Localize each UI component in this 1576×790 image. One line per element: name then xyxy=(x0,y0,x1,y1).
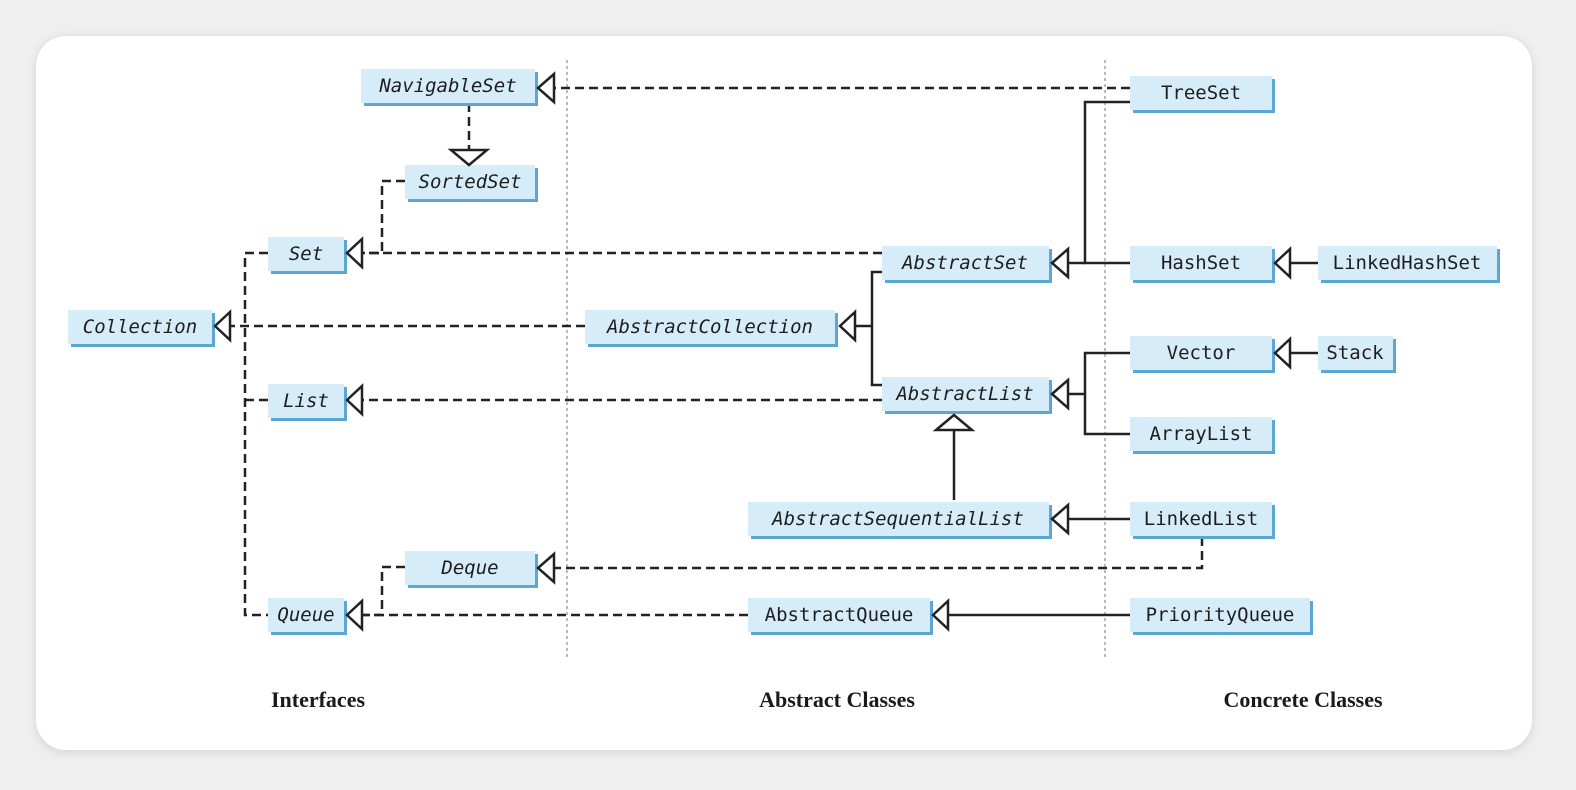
node-abstractqueue-label: AbstractQueue xyxy=(765,604,914,626)
node-stack-label: Stack xyxy=(1326,342,1384,364)
node-arraylist: ArrayList xyxy=(1130,417,1275,454)
arrow-set-head xyxy=(345,236,364,270)
node-queue-label: Queue xyxy=(277,604,334,626)
node-abstractset-label: AbstractSet xyxy=(901,252,1028,274)
arrow-deque-head xyxy=(536,551,556,585)
node-abstractcollection-label: AbstractCollection xyxy=(606,316,813,338)
arrow-abstractlist-head xyxy=(1050,377,1070,411)
edge-abstractset-abstractlist-bus xyxy=(870,270,882,387)
column-label-abstract: Abstract Classes xyxy=(759,687,915,712)
node-linkedhashset: LinkedHashSet xyxy=(1318,246,1500,283)
node-stack: Stack xyxy=(1318,336,1396,373)
arrow-abstractset-head xyxy=(1050,246,1070,280)
node-deque: Deque xyxy=(405,551,538,588)
node-abstractlist: AbstractList xyxy=(882,377,1052,414)
arrow-sortedset-head xyxy=(447,148,491,167)
edge-set-queue-to-collection xyxy=(243,251,268,617)
node-sortedset: SortedSet xyxy=(405,165,538,202)
arrow-abstractcollection-head xyxy=(838,309,857,343)
arrow-vector-head xyxy=(1273,336,1292,370)
node-set-label: Set xyxy=(289,243,323,265)
node-navigableset: NavigableSet xyxy=(361,69,538,106)
edge-deque-to-queue xyxy=(362,565,405,617)
node-priorityqueue-label: PriorityQueue xyxy=(1146,604,1295,626)
node-set: Set xyxy=(268,237,347,274)
node-arraylist-label: ArrayList xyxy=(1150,423,1253,445)
node-list: List xyxy=(268,384,347,421)
arrow-hashset-head xyxy=(1273,246,1292,280)
node-deque-label: Deque xyxy=(440,557,498,579)
node-treeset: TreeSet xyxy=(1130,76,1275,113)
arrow-list-head xyxy=(345,383,364,417)
node-collection-label: Collection xyxy=(83,316,197,338)
node-abstractlist-label: AbstractList xyxy=(895,383,1033,405)
node-linkedlist: LinkedList xyxy=(1130,502,1275,539)
node-hashset: HashSet xyxy=(1130,246,1275,283)
node-linkedlist-label: LinkedList xyxy=(1144,508,1258,530)
node-collection: Collection xyxy=(68,310,215,347)
edge-treeset-hashset-bus xyxy=(1083,100,1130,265)
column-label-concrete: Concrete Classes xyxy=(1223,687,1382,712)
arrow-abstractlist-up-head xyxy=(932,413,976,432)
column-label-interfaces: Interfaces xyxy=(271,687,366,712)
node-abstractqueue: AbstractQueue xyxy=(748,598,933,635)
node-vector-label: Vector xyxy=(1167,342,1236,364)
node-abstractsequentiallist-label: AbstractSequentialList xyxy=(771,508,1024,530)
node-abstractset: AbstractSet xyxy=(882,246,1052,283)
node-vector: Vector xyxy=(1130,336,1275,373)
node-treeset-label: TreeSet xyxy=(1161,82,1241,104)
edge-sortedset-to-set xyxy=(362,179,405,255)
arrow-abstractsequentiallist-head xyxy=(1050,502,1070,536)
node-linkedhashset-label: LinkedHashSet xyxy=(1333,252,1482,274)
node-hashset-label: HashSet xyxy=(1161,252,1241,274)
arrow-queue-head xyxy=(345,598,364,632)
node-priorityqueue: PriorityQueue xyxy=(1130,598,1313,635)
node-sortedset-label: SortedSet xyxy=(419,171,522,193)
arrow-collection-head xyxy=(213,309,232,343)
node-navigableset-label: NavigableSet xyxy=(378,75,516,97)
arrow-navigableset-head xyxy=(536,71,556,105)
edge-vector-arraylist-bus xyxy=(1083,351,1130,436)
node-abstractsequentiallist: AbstractSequentialList xyxy=(748,502,1052,539)
arrow-abstractqueue-head xyxy=(931,598,950,632)
edge-linkedlist-to-deque xyxy=(554,537,1204,570)
node-list-label: List xyxy=(283,390,329,412)
node-abstractcollection: AbstractCollection xyxy=(585,310,838,347)
node-queue: Queue xyxy=(268,598,347,635)
